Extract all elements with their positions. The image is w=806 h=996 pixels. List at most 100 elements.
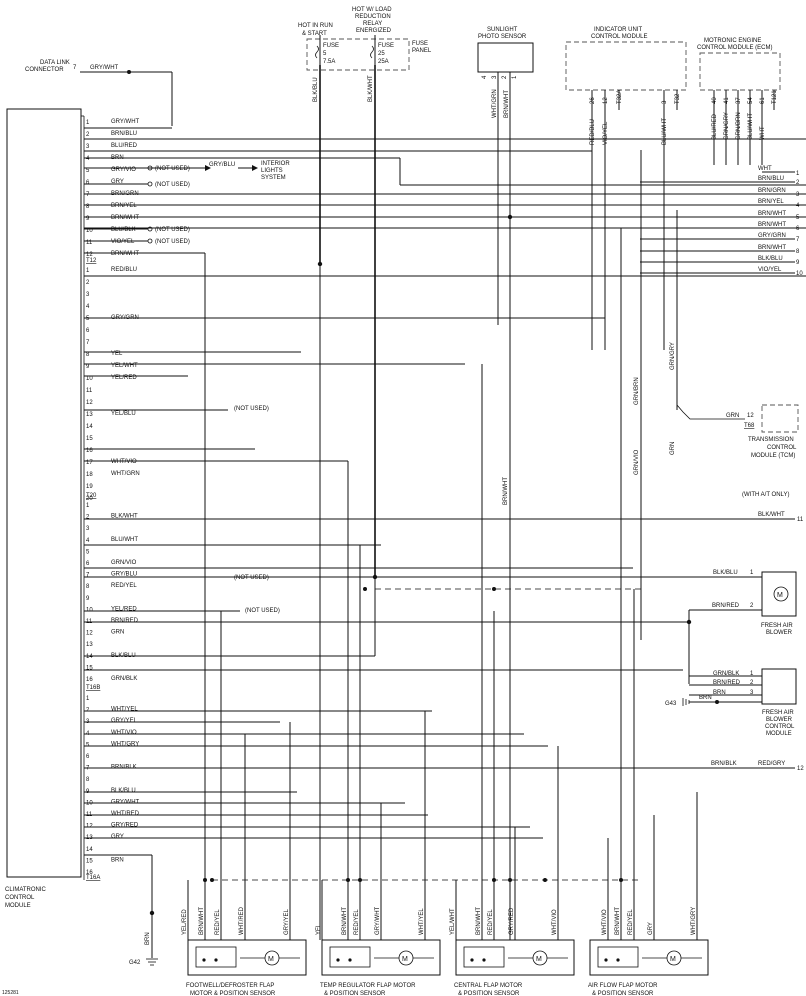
blower-wire1-pin: 1 [750, 570, 754, 576]
ecm-label-2: CONTROL MODULE (ECM) [697, 45, 772, 51]
central-wire-4: WHT/VIO [552, 909, 558, 935]
footwell-wire-3: WHT/RED [239, 906, 245, 935]
blk-wht-11-pin: 11 [797, 517, 804, 523]
hot-load-label-2: REDUCTION [355, 14, 391, 20]
blower-wire2-color: BRN/RED [712, 603, 740, 609]
right-color-9: VIO/YEL [758, 267, 782, 273]
climatronic-label-2: CONTROL [5, 895, 35, 901]
g1-note-6: (NOT USED) [155, 182, 190, 188]
airflow-sensor-box [597, 946, 639, 968]
airflow-wire-1: BRN/WHT [615, 907, 621, 935]
g3-color-7: GRY/BLU [111, 572, 137, 578]
g2-pin-16: 16 [86, 448, 93, 454]
central-wire-3: GRY/RED [509, 907, 515, 935]
footwell-title-2: MOTOR & POSITION SENSOR [190, 991, 276, 996]
with-at-only: (WITH A/T ONLY) [742, 492, 789, 498]
g2-pin-2: 2 [86, 280, 90, 286]
temp-sensor-box [329, 946, 371, 968]
central-wire-2: RED/YEL [488, 909, 494, 935]
g3-pin-10: 10 [86, 607, 93, 613]
g1-pin-11: 11 [86, 240, 93, 246]
ecm-pin-0: 40 [712, 97, 718, 104]
g4-pin-14: 14 [86, 847, 93, 853]
footwell-wire-4: GRY/YEL [284, 908, 290, 935]
central-wire-1: BRN/WHT [476, 907, 482, 935]
fresh-air-blower-label-1: FRESH AIR [761, 623, 793, 629]
right-pin-10: 10 [796, 271, 803, 277]
g2-pin-9: 9 [86, 364, 90, 370]
g1-pin-12: 12 [86, 252, 93, 258]
g3-color-4: BLU/WHT [111, 537, 138, 543]
airflow-title-1: AIR FLOW FLAP MOTOR [588, 983, 658, 989]
connector-t20: T20 [86, 493, 97, 499]
indicator-color-0: RED/BLU [590, 119, 596, 145]
g1-color-12: BRN/WHT [111, 251, 139, 257]
dlc-label-2: CONNECTOR [25, 67, 64, 73]
g1-color-11: VIO/YEL [111, 239, 135, 245]
g2-pin-4: 4 [86, 304, 90, 310]
g4-pin-5: 5 [86, 742, 90, 748]
g1-pin-8: 8 [86, 204, 90, 210]
blower-wire1-color: BLK/BLU [713, 570, 738, 576]
temp-title-2: & POSITION SENSOR [324, 991, 386, 996]
fuse-5-num: 5 [323, 51, 327, 57]
fuse5-wire-color: BLK/BLU [313, 77, 319, 102]
indicator-label-2: CONTROL MODULE [591, 34, 647, 40]
g2-pin-3: 3 [86, 292, 90, 298]
g3-color-8: RED/YEL [111, 583, 137, 589]
right-pin-2: 2 [796, 180, 800, 186]
interior-lights-2: LIGHTS [261, 168, 283, 174]
tcm-box [761, 404, 799, 433]
right-pin-9: 9 [796, 260, 800, 266]
g1-color-6: GRY [111, 179, 124, 185]
central-sensor-box [463, 946, 505, 968]
g4-color-15: BRN [111, 857, 124, 863]
airflow-wire-2: RED/YEL [628, 909, 634, 935]
g2-color-8: YEL [111, 351, 123, 357]
g1-color-1: GRY/WHT [111, 119, 140, 125]
central-wire-0: YEL/WHT [450, 908, 456, 935]
g1-note-5: (NOT USED) [155, 166, 190, 172]
sunlight-label-1: SUNLIGHT [487, 27, 518, 33]
g3-color-2: BLK/WHT [111, 514, 138, 520]
blower-cm-label-3: CONTROL [765, 724, 795, 730]
g3-color-12: GRN [111, 630, 124, 636]
g3-pin-9: 9 [86, 596, 90, 602]
g4-color-5: WHT/GRY [111, 741, 139, 747]
mid-grn-brn: GRN/BRN [634, 377, 640, 405]
central-title-1: CENTRAL FLAP MOTOR [454, 983, 523, 989]
central-motor-box [455, 939, 575, 976]
fuse25-wire-color: BLK/WHT [368, 75, 374, 102]
g4-color-9: BLK/BLU [111, 788, 136, 794]
g2-color-17: WHT/VIO [111, 459, 137, 465]
fuse-panel-box [306, 38, 410, 71]
g3-pin-15: 15 [86, 665, 93, 671]
tcm-wire-pin: 12 [747, 413, 754, 419]
connector-t16a: T16A [86, 875, 100, 881]
ecm-box [699, 52, 781, 91]
g2-pin-18: 18 [86, 472, 93, 478]
g3-pin-2: 2 [86, 515, 90, 521]
g4-pin-15: 15 [86, 858, 93, 864]
g2-color-18: WHT/GRN [111, 471, 140, 477]
footwell-wire-1: BRN/WHT [199, 907, 205, 935]
footwell-motor-box [187, 939, 307, 976]
right-color-1: BRN/BLU [758, 176, 784, 182]
g1-color-8: BRN/YEL [111, 203, 137, 209]
g2-pin-20: 20 [86, 496, 93, 502]
blower-cm-box [761, 668, 797, 705]
g3-pin-6: 6 [86, 561, 90, 567]
right-panel-wires: WHTBRN/BLU2BRN/GRN3BRN/YEL4BRN/WHT5BRN/W… [640, 166, 803, 277]
indicator-pin-3: 3 [662, 100, 668, 104]
airflow-wire-4: WHT/GRY [691, 907, 697, 935]
interior-wire-color: GRY/BLU [209, 162, 235, 168]
g1-pin-3: 3 [86, 144, 90, 150]
brn-blk-left: BRN/BLK [711, 761, 737, 767]
fuse-5-label: FUSE [323, 43, 339, 49]
ecm-pin-3: 54 [748, 97, 754, 104]
right-panel-pin-1: 1 [796, 171, 800, 177]
indicator-color-1: VIO/YEL [603, 121, 609, 145]
right-color-7: BRN/WHT [758, 245, 786, 251]
g3-pin-3: 3 [86, 526, 90, 532]
